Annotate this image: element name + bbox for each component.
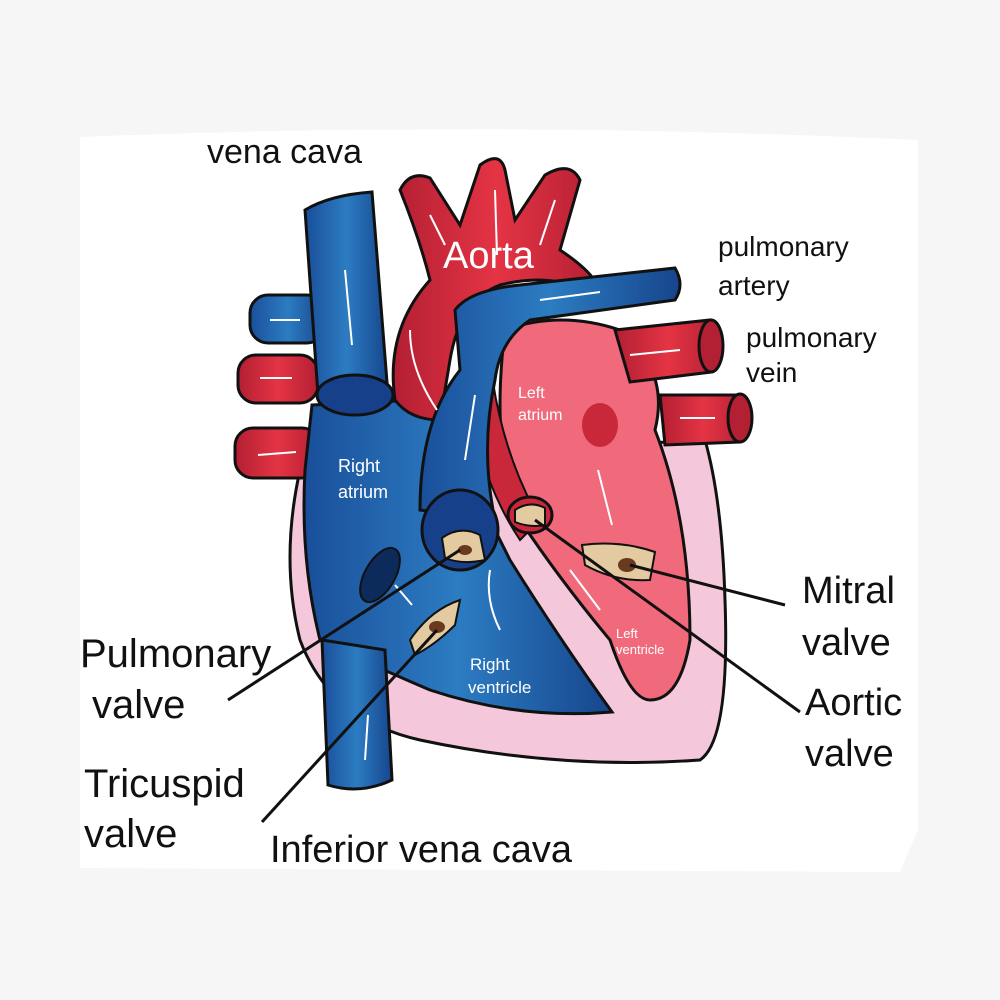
left-atrium-label-2: atrium	[518, 407, 562, 424]
pulmonary-vein-right-lower	[658, 392, 754, 447]
right-atrium-label-1: Right	[338, 456, 380, 476]
right-ventricle-label-2: ventricle	[468, 678, 531, 697]
left-ventricle-label-2: ventricle	[616, 642, 664, 657]
pulmonary-valve-label-2: valve	[92, 683, 185, 727]
aortic-valve-label-2: valve	[805, 733, 894, 775]
pulmonary-artery-label-2: artery	[718, 270, 790, 301]
pulmonary-artery-label-1: pulmonary	[718, 231, 849, 262]
mitral-valve-label-2: valve	[802, 622, 891, 664]
pulmonary-artery	[418, 266, 682, 522]
left-ventricle-label-1: Left	[616, 626, 638, 641]
pulmonary-vein-label-2: vein	[746, 357, 797, 388]
right-atrium-label-2: atrium	[338, 482, 388, 502]
pointer-lines	[227, 518, 801, 824]
pulmonary-vein-label-1: pulmonary	[746, 322, 877, 353]
mitral-valve	[580, 542, 657, 582]
inferior-vena-cava-label: Inferior vena cava	[270, 829, 573, 871]
superior-vena-cava-label: vena cava	[207, 133, 362, 171]
mitral-valve-label-1: Mitral	[802, 570, 895, 612]
aorta	[391, 157, 602, 422]
aorta-label: Aorta	[443, 235, 535, 277]
left-atrium-label-1: Left	[518, 385, 545, 402]
tricuspid-valve-label-1: Tricuspid	[84, 762, 245, 806]
pulmonary-valve-label-1: Pulmonary	[80, 632, 271, 676]
right-ventricle-label-1: Right	[470, 655, 510, 674]
inferior-vena-cava	[320, 638, 394, 791]
tricuspid-valve-label-2: valve	[84, 812, 177, 856]
tricuspid-valve	[408, 598, 462, 657]
aortic-valve-label-1: Aortic	[805, 682, 902, 724]
flow-arrows	[257, 189, 715, 761]
